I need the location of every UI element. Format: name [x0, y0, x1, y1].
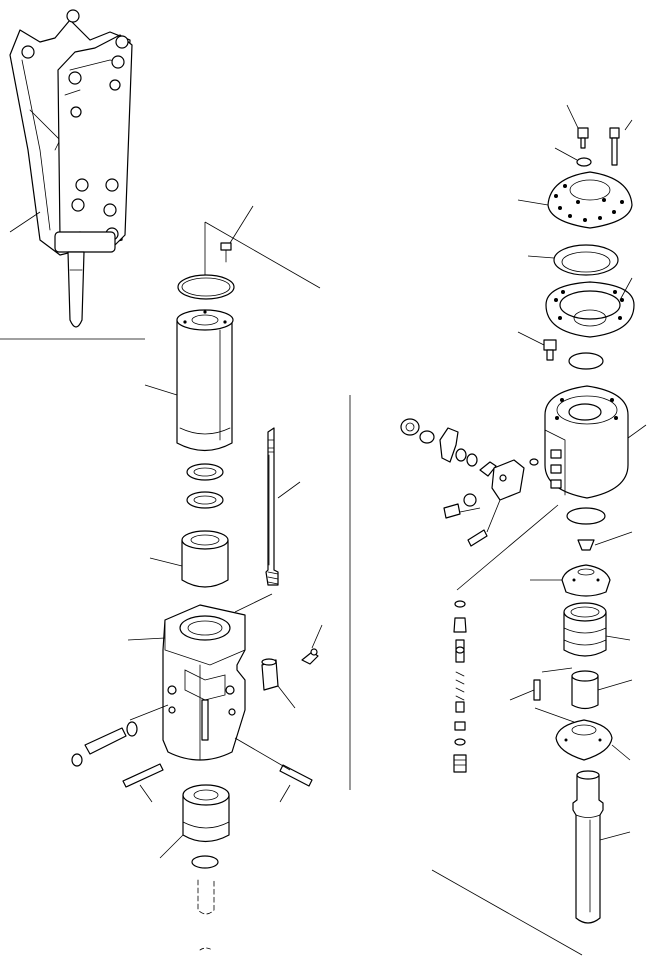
valve-sleeve — [563, 602, 607, 657]
flange-plate — [545, 281, 635, 338]
valve-cover — [547, 171, 633, 229]
valve-piston-assembly — [400, 104, 647, 956]
spacer-sleeve — [571, 670, 599, 710]
upper-bushing — [181, 530, 229, 588]
plug-fitting — [261, 658, 279, 691]
valve-o-ring — [568, 352, 604, 370]
stop-pin-right — [279, 764, 313, 787]
gasket — [553, 244, 619, 276]
cylinder — [176, 309, 234, 452]
front-head-body — [162, 604, 246, 761]
through-bolt — [265, 427, 279, 586]
lower-o-ring — [191, 855, 219, 869]
piston — [572, 770, 604, 924]
lower-valve-o-ring — [566, 507, 606, 525]
small-screw — [220, 242, 232, 263]
valve-spool-stack — [453, 600, 467, 773]
grease-nipple — [301, 648, 319, 665]
control-valve — [561, 564, 611, 597]
stop-pin-left — [122, 763, 164, 788]
top-screws — [576, 127, 620, 167]
cylinder-assembly — [71, 205, 351, 951]
tool-retainer-pin — [71, 704, 169, 767]
lower-bushing — [182, 784, 230, 843]
hex-bolt — [543, 339, 557, 361]
o-ring — [177, 274, 235, 300]
seal-rings — [186, 463, 224, 509]
assembled-breaker-inset — [0, 9, 145, 340]
dowel-pin — [533, 679, 541, 701]
valve-body — [544, 385, 629, 499]
piston-guide — [555, 719, 613, 761]
chisel-tip — [197, 879, 215, 951]
side-valve-parts — [400, 418, 539, 547]
valve-cap — [577, 539, 595, 551]
